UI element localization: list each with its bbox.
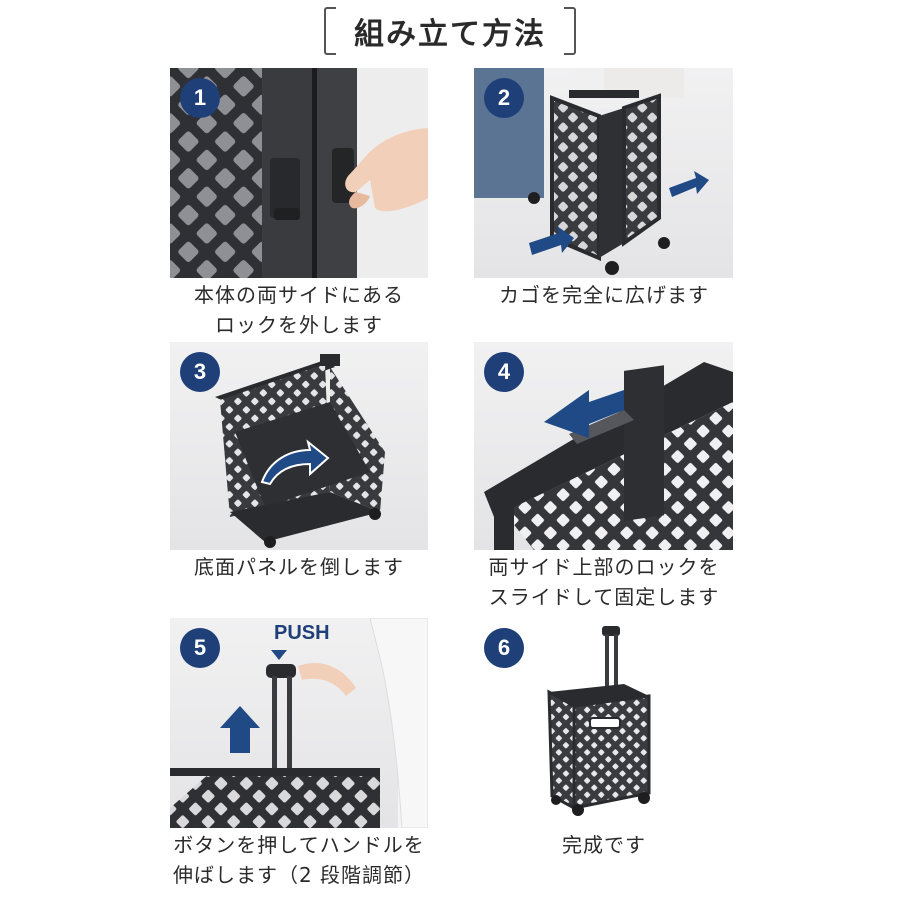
step-4-illustration bbox=[484, 362, 733, 550]
step-3-photo: 3 bbox=[170, 342, 428, 550]
step-4-photo: 4 bbox=[474, 342, 733, 550]
title-bracket-left bbox=[324, 7, 336, 55]
step-1-caption-line-1: 本体の両サイドにある bbox=[194, 283, 404, 307]
step-3-illustration bbox=[215, 354, 385, 548]
step-6-caption-line-1: 完成です bbox=[562, 833, 646, 857]
step-3-caption-line-1: 底面パネルを倒します bbox=[194, 555, 404, 579]
title-bracket-right bbox=[564, 7, 576, 55]
page-title: 組み立て方法 bbox=[0, 0, 900, 62]
step-5-caption-line-2: 伸ばします（2 段階調節） bbox=[172, 863, 426, 887]
step-4-caption: 両サイド上部のロックを スライドして固定します bbox=[454, 552, 754, 612]
step-6-illustration bbox=[547, 626, 651, 816]
step-1-caption: 本体の両サイドにある ロックを外します bbox=[150, 280, 448, 340]
step-5-illustration bbox=[170, 618, 428, 828]
step-1-illustration bbox=[170, 68, 428, 278]
step-3-caption: 底面パネルを倒します bbox=[150, 552, 448, 582]
step-2-illustration bbox=[474, 68, 709, 275]
step-2-photo: 2 bbox=[474, 68, 733, 278]
step-1-caption-line-2: ロックを外します bbox=[215, 313, 383, 337]
step-2-number-badge: 2 bbox=[484, 78, 524, 118]
step-5-caption: ボタンを押してハンドルを 伸ばします（2 段階調節） bbox=[150, 830, 448, 890]
step-6-photo: 6 bbox=[474, 618, 733, 828]
step-4-caption-line-2: スライドして固定します bbox=[488, 585, 720, 609]
step-5-number-badge: 5 bbox=[180, 628, 220, 668]
step-2-caption: カゴを完全に広げます bbox=[454, 280, 754, 310]
step-2-caption-line-1: カゴを完全に広げます bbox=[499, 283, 709, 307]
step-3-number-badge: 3 bbox=[180, 352, 220, 392]
step-4-number-badge: 4 bbox=[484, 352, 524, 392]
step-1-number-badge: 1 bbox=[180, 78, 220, 118]
step-1-photo: 1 bbox=[170, 68, 428, 278]
step-6-number-badge: 6 bbox=[484, 628, 524, 668]
step-5-photo: PUSH 5 bbox=[170, 618, 428, 828]
title-text: 組み立て方法 bbox=[354, 17, 546, 52]
step-6-caption: 完成です bbox=[454, 830, 754, 860]
step-4-caption-line-1: 両サイド上部のロックを bbox=[488, 555, 720, 579]
step-5-caption-line-1: ボタンを押してハンドルを bbox=[173, 833, 425, 857]
push-label: PUSH bbox=[274, 622, 330, 644]
